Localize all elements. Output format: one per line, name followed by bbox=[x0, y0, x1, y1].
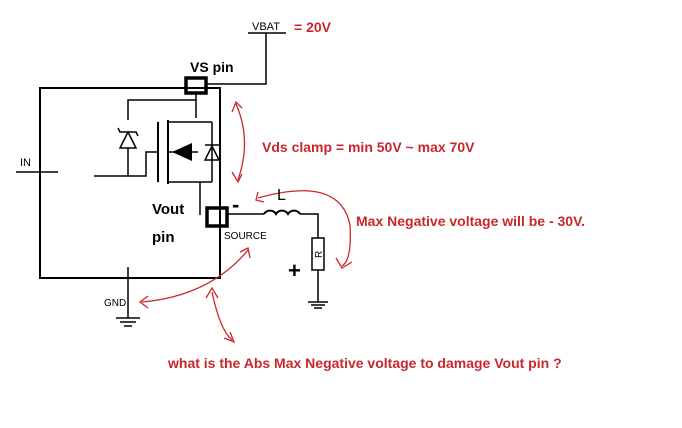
plus-sign: + bbox=[288, 258, 301, 283]
gate-wire bbox=[128, 151, 158, 177]
inductor-icon bbox=[263, 209, 301, 216]
resistor-label: R bbox=[314, 251, 325, 258]
drain-line bbox=[127, 93, 197, 120]
negative-voltage-arrow-icon bbox=[255, 190, 353, 269]
mosfet-icon bbox=[157, 120, 221, 184]
max-negative-annotation: Max Negative voltage will be - 30V. bbox=[356, 213, 585, 229]
vbat-value-label: = 20V bbox=[294, 19, 332, 35]
vout-label: Vout bbox=[152, 201, 184, 218]
gnd-label: GND bbox=[104, 298, 126, 309]
minus-sign: - bbox=[232, 192, 239, 217]
question-arrow-icon bbox=[205, 286, 236, 344]
zener-diode-icon bbox=[117, 127, 139, 176]
vs-pin-pad bbox=[184, 76, 208, 95]
vds-clamp-annotation: Vds clamp = min 50V ~ max 70V bbox=[262, 139, 475, 155]
source-label: SOURCE bbox=[224, 231, 267, 242]
pin-label: pin bbox=[152, 229, 175, 246]
vbat-label: VBAT bbox=[252, 21, 280, 33]
inductor-label: L bbox=[277, 187, 286, 204]
in-label: IN bbox=[20, 157, 31, 169]
vbat-wire bbox=[206, 33, 267, 85]
ic-package-box bbox=[39, 87, 221, 279]
vds-clamp-arrow-icon bbox=[231, 100, 246, 184]
vout-pin-pad bbox=[205, 206, 229, 228]
load-ground-symbol-icon bbox=[308, 301, 328, 309]
question-annotation: what is the Abs Max Negative voltage to … bbox=[167, 355, 562, 371]
inductor-to-resistor-wire bbox=[300, 213, 319, 238]
vs-pin-label: VS pin bbox=[190, 59, 234, 75]
ground-symbol-icon bbox=[116, 317, 140, 327]
gnd-to-vout-arrow-icon bbox=[138, 247, 251, 309]
